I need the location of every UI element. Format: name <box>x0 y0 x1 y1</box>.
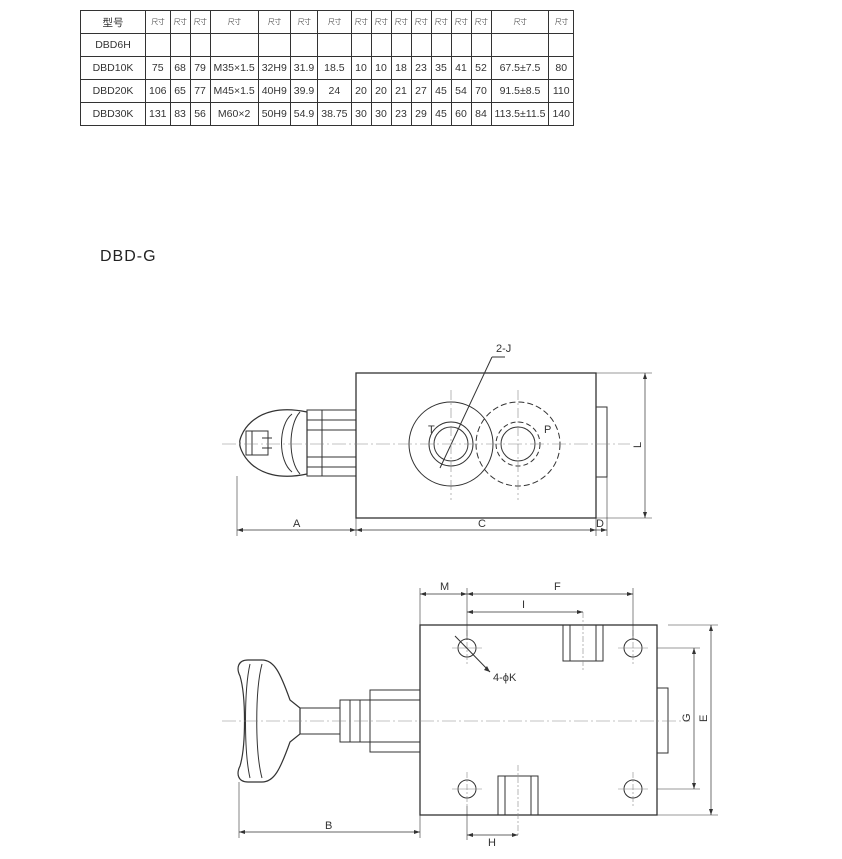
label-dim-i: I <box>522 599 525 611</box>
table-cell <box>209 33 259 57</box>
table-cell: 84 <box>470 102 492 126</box>
label-port-t: T <box>428 424 435 436</box>
table-cell: 50H9 <box>257 102 291 126</box>
leader-4k <box>454 635 491 673</box>
label-dim-l: L <box>632 442 644 448</box>
handwheel <box>237 659 301 783</box>
leader-2j <box>439 356 493 469</box>
right-boss-bottom <box>656 687 669 754</box>
header-cell: 尺寸 <box>145 10 171 34</box>
table-cell: 38.75 <box>317 102 352 126</box>
model-cell: DBD20K <box>80 79 146 103</box>
table-cell <box>257 33 291 57</box>
table-cell: 54.9 <box>289 102 319 126</box>
table-cell: M45×1.5 <box>209 79 259 103</box>
label-dim-h: H <box>488 837 496 849</box>
table-cell: 83 <box>169 102 191 126</box>
arrowheads <box>237 373 713 837</box>
header-cell: 尺寸 <box>289 10 319 34</box>
spec-table: 型号 尺寸 尺寸 尺寸 尺寸 尺寸 尺寸 尺寸 尺寸 尺寸 尺寸 尺寸 尺寸 尺… <box>80 10 574 126</box>
top-port <box>562 624 604 662</box>
label-dim-e: E <box>698 715 710 722</box>
label-dim-m: M <box>440 581 449 593</box>
label-4k: 4-ϕK <box>493 672 517 684</box>
bottom-view <box>222 588 718 840</box>
table-cell: M60×2 <box>209 102 259 126</box>
label-dim-f: F <box>554 581 561 593</box>
label-dim-a: A <box>293 518 301 530</box>
section-title: DBD-G <box>100 248 157 265</box>
table-cell <box>317 33 352 57</box>
top-view <box>222 356 652 536</box>
table-cell <box>145 33 171 57</box>
table-cell: M35×1.5 <box>209 56 259 80</box>
table-cell: 113.5±11.5 <box>490 102 550 126</box>
table-row: DBD20K 106 65 77 M45×1.5 40H9 39.9 24 20… <box>80 79 574 103</box>
label-dim-d: D <box>596 518 604 530</box>
model-cell: DBD6H <box>80 33 146 57</box>
table-row: DBD30K 131 83 56 M60×2 50H9 54.9 38.75 3… <box>80 102 574 126</box>
label-port-p: P <box>544 424 551 436</box>
model-cell: DBD30K <box>80 102 146 126</box>
table-cell <box>289 33 319 57</box>
table-cell: 32H9 <box>257 56 291 80</box>
knob-screw-top <box>245 430 269 456</box>
knob-dome-top <box>239 409 308 477</box>
label-dim-g: G <box>681 713 693 722</box>
table-cell: 39.9 <box>289 79 319 103</box>
table-row: DBD6H <box>80 33 574 57</box>
label-dim-c: C <box>478 518 486 530</box>
label-2j: 2-J <box>496 343 511 355</box>
table-cell: 24 <box>317 79 352 103</box>
header-cell: 型号 <box>80 10 146 34</box>
label-dim-b: B <box>325 820 332 832</box>
table-cell: 110 <box>548 79 574 103</box>
table-cell: 140 <box>548 102 574 126</box>
right-boss-top <box>595 406 608 478</box>
table-cell: 80 <box>548 56 574 80</box>
